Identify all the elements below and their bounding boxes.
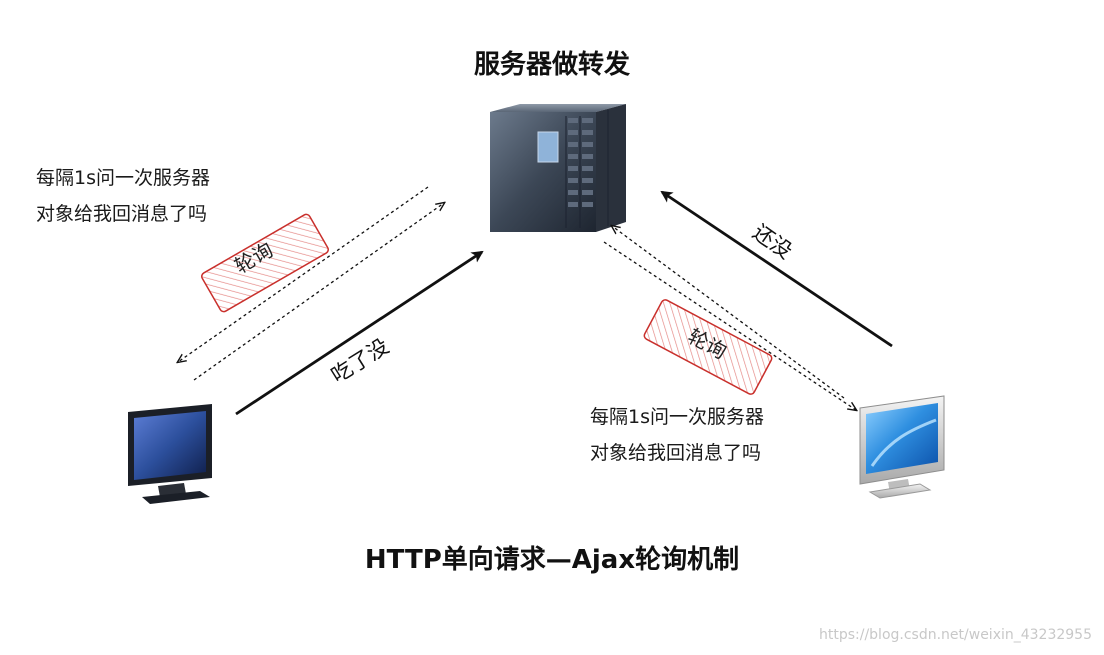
right-note-line2: 对象给我回消息了吗 (590, 442, 762, 464)
server-icon (490, 104, 626, 232)
left-note-line2: 对象给我回消息了吗 (36, 203, 208, 225)
poll-arrow-right-down (603, 241, 856, 410)
poll-stamp-right (643, 299, 773, 395)
page-title-bottom: HTTP单向请求—Ajax轮询机制 (364, 545, 740, 575)
monitor-icon-left (128, 404, 212, 504)
poll-stamp-left (201, 213, 329, 313)
request-arrow (235, 250, 484, 416)
poll-arrow-right-up (612, 226, 845, 399)
right-client-note: 每隔1s问一次服务器 对象给我回消息了吗 (590, 399, 764, 471)
left-client-note: 每隔1s问一次服务器 对象给我回消息了吗 (36, 160, 210, 232)
page-title-top: 服务器做转发 (473, 50, 630, 80)
monitor-icon-right (859, 395, 945, 499)
right-note-line1: 每隔1s问一次服务器 (590, 406, 764, 428)
reply-arrow (660, 190, 893, 348)
poll-arrow-left-down (178, 186, 429, 362)
watermark: https://blog.csdn.net/weixin_43232955 (818, 627, 1092, 643)
left-note-line1: 每隔1s问一次服务器 (36, 167, 210, 189)
